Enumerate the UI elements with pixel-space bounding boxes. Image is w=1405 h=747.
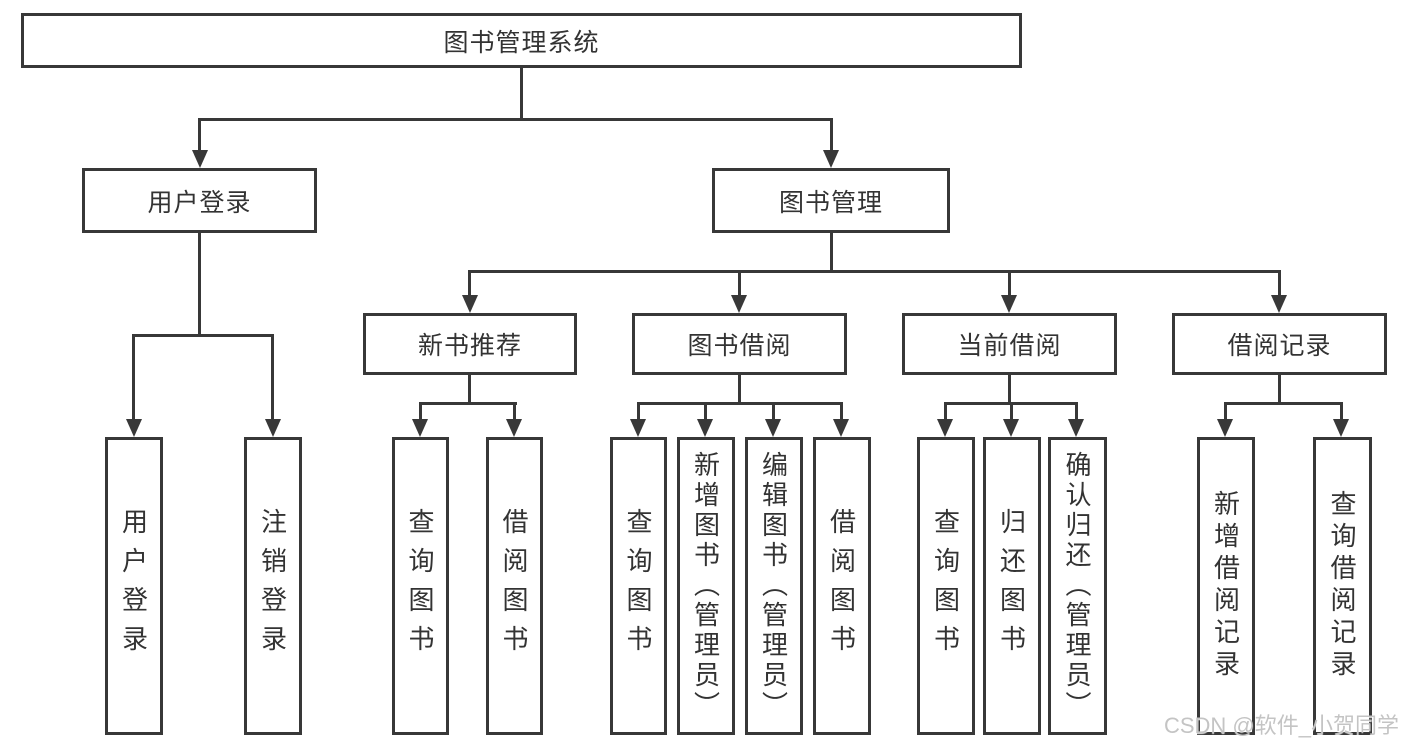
connector-new-book-bus bbox=[419, 402, 517, 405]
connector-leaf-edit-book-drop bbox=[772, 402, 775, 424]
arrowhead-leaf-confirm-return bbox=[1068, 419, 1084, 437]
connector-current-borrow-drop bbox=[1008, 270, 1011, 298]
connector-level2-bus bbox=[198, 118, 833, 121]
leaf-user-login: 用户登录 bbox=[105, 437, 163, 735]
connector-borrow-records-stem bbox=[1278, 375, 1281, 405]
leaf-borrow-books-borrow: 借阅图书 bbox=[813, 437, 871, 735]
arrowhead-leaf-edit-book bbox=[765, 419, 781, 437]
arrowhead-leaf-user-login bbox=[126, 419, 142, 437]
node-borrow-records: 借阅记录 bbox=[1172, 313, 1387, 375]
arrowhead-leaf-query2 bbox=[630, 419, 646, 437]
arrowhead-leaf-return bbox=[1003, 419, 1019, 437]
connector-leaf-query2-drop bbox=[637, 402, 640, 424]
node-root-library-system: 图书管理系统 bbox=[21, 13, 1022, 68]
connector-book-management-drop bbox=[830, 118, 833, 154]
node-book-borrow-label: 图书借阅 bbox=[687, 332, 792, 360]
arrowhead-leaf-query3 bbox=[937, 419, 953, 437]
connector-leaf-logout-drop bbox=[271, 334, 274, 422]
connector-borrow-records-drop bbox=[1278, 270, 1281, 298]
arrowhead-leaf-query1 bbox=[412, 419, 428, 437]
leaf-add-borrow-record: 新增借阅记录 bbox=[1197, 437, 1255, 735]
arrowhead-book-management bbox=[823, 150, 839, 168]
arrowhead-leaf-query-record bbox=[1333, 419, 1349, 437]
connector-book-management-stem bbox=[830, 233, 833, 273]
node-borrow-records-label: 借阅记录 bbox=[1227, 332, 1332, 360]
arrowhead-leaf-borrow2 bbox=[833, 419, 849, 437]
arrowhead-new-book-recommend bbox=[462, 295, 478, 313]
connector-leaf-return-drop bbox=[1010, 402, 1013, 424]
arrowhead-leaf-borrow1 bbox=[506, 419, 522, 437]
connector-leaf-query1-drop bbox=[419, 402, 422, 424]
node-new-book-recommend-label: 新书推荐 bbox=[417, 332, 522, 360]
arrowhead-user-login bbox=[192, 150, 208, 168]
connector-leaf-add-record-drop bbox=[1224, 402, 1227, 424]
leaf-query-books-borrow: 查询图书 bbox=[610, 437, 667, 735]
connector-root-stem bbox=[520, 68, 523, 121]
connector-leaf-confirm-return-drop bbox=[1075, 402, 1078, 424]
leaf-edit-book-admin: 编辑图书（管理员） bbox=[745, 437, 803, 735]
connector-leaf-borrow1-drop bbox=[513, 402, 516, 424]
leaf-query-books-recommend: 查询图书 bbox=[392, 437, 449, 735]
node-current-borrow-label: 当前借阅 bbox=[957, 332, 1062, 360]
connector-book-borrow-stem bbox=[738, 375, 741, 405]
arrowhead-leaf-add-book bbox=[697, 419, 713, 437]
connector-borrow-records-bus bbox=[1224, 402, 1343, 405]
node-new-book-recommend: 新书推荐 bbox=[363, 313, 577, 375]
arrowhead-current-borrow bbox=[1001, 295, 1017, 313]
connector-leaf-query-record-drop bbox=[1340, 402, 1343, 424]
connector-current-borrow-stem bbox=[1008, 375, 1011, 405]
csdn-watermark: CSDN @软件_小贺同学 bbox=[1163, 713, 1399, 738]
connector-book-borrow-drop bbox=[738, 270, 741, 298]
connector-level3-bus bbox=[468, 270, 1281, 273]
node-book-management: 图书管理 bbox=[712, 168, 950, 233]
connector-user-login-stem bbox=[198, 233, 201, 337]
connector-leaf-borrow2-drop bbox=[840, 402, 843, 424]
connector-new-book-drop bbox=[468, 270, 471, 298]
connector-leaf-query3-drop bbox=[944, 402, 947, 424]
node-user-login: 用户登录 bbox=[82, 168, 317, 233]
arrowhead-borrow-records bbox=[1271, 295, 1287, 313]
leaf-logout: 注销登录 bbox=[244, 437, 302, 735]
connector-book-borrow-bus bbox=[637, 402, 843, 405]
leaf-confirm-return-admin: 确认归还（管理员） bbox=[1048, 437, 1107, 735]
leaf-borrow-books-recommend: 借阅图书 bbox=[486, 437, 543, 735]
node-book-borrow: 图书借阅 bbox=[632, 313, 847, 375]
node-current-borrow: 当前借阅 bbox=[902, 313, 1117, 375]
arrowhead-leaf-add-record bbox=[1217, 419, 1233, 437]
connector-user-login-drop bbox=[198, 118, 201, 154]
arrowhead-book-borrow bbox=[731, 295, 747, 313]
connector-leaf-add-book-drop bbox=[704, 402, 707, 424]
node-root-label: 图书管理系统 bbox=[443, 28, 600, 57]
node-user-login-label: 用户登录 bbox=[147, 188, 252, 217]
connector-new-book-stem bbox=[468, 375, 471, 405]
connector-leaf-user-login-drop bbox=[132, 334, 135, 422]
node-book-management-label: 图书管理 bbox=[778, 188, 883, 217]
arrowhead-leaf-logout bbox=[265, 419, 281, 437]
leaf-query-borrow-record: 查询借阅记录 bbox=[1313, 437, 1372, 735]
connector-user-login-bus bbox=[132, 334, 274, 337]
leaf-query-books-current: 查询图书 bbox=[917, 437, 975, 735]
leaf-return-book: 归还图书 bbox=[983, 437, 1041, 735]
leaf-add-book-admin: 新增图书（管理员） bbox=[677, 437, 735, 735]
